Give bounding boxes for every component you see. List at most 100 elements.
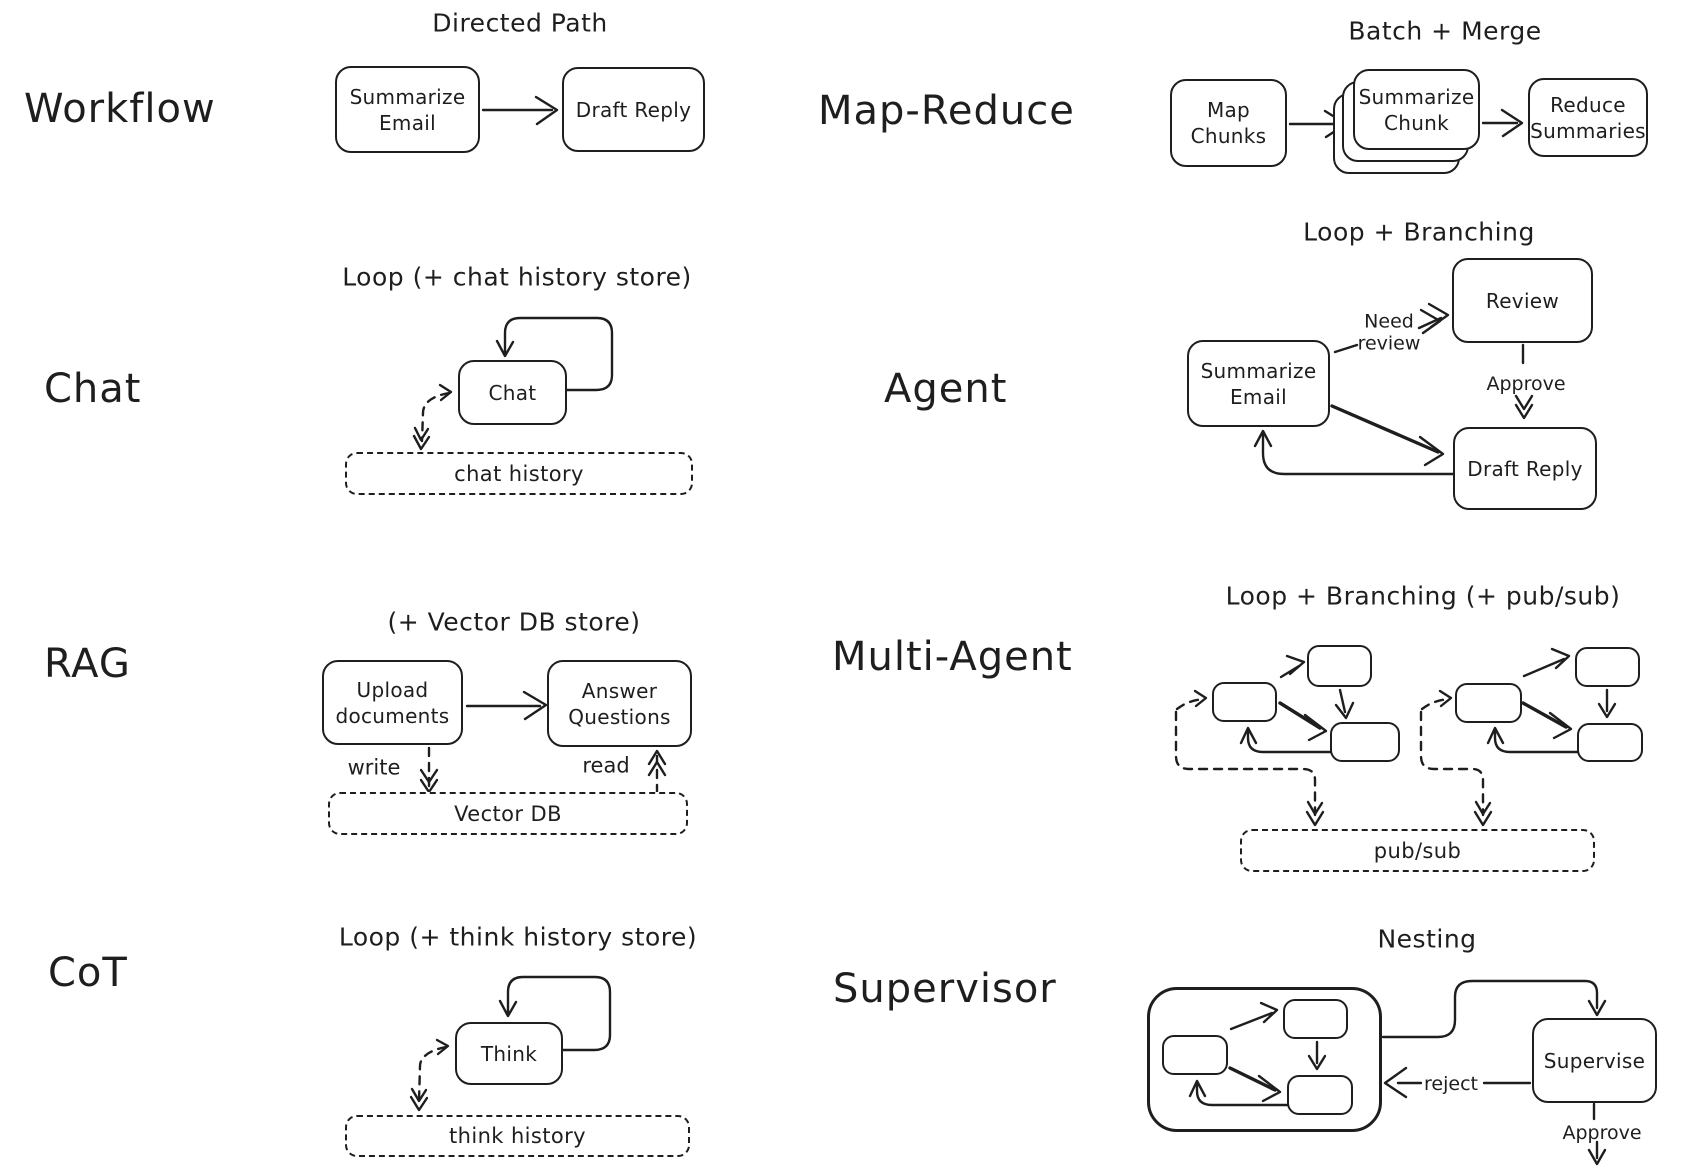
fork-arrowheads xyxy=(409,1038,450,1112)
node-label: Upload documents xyxy=(335,677,450,728)
node-think: Think xyxy=(455,1022,563,1085)
node-label: Summarize Email xyxy=(1200,358,1317,409)
cot-connectors xyxy=(409,975,612,1112)
node-upload-documents: Upload documents xyxy=(322,660,463,745)
node-agent-summarize-email: Summarize Email xyxy=(1187,340,1330,427)
multi-agent-cluster-2-connectors xyxy=(1419,647,1617,827)
node-label: Answer Questions xyxy=(568,678,671,729)
title-loop-branching-pubsub: Loop + Branching (+ pub/sub) xyxy=(1225,581,1621,611)
node-label: Chat xyxy=(488,380,537,405)
title-cot-loop: Loop (+ think history store) xyxy=(338,922,698,952)
read-arrowheads xyxy=(647,749,667,777)
dashed-entry-arrowhead xyxy=(1193,689,1208,708)
node-label: Draft Reply xyxy=(575,97,692,122)
upload-to-answer-arrow xyxy=(465,690,548,721)
left-to-bottom-arrow xyxy=(1228,1066,1277,1092)
dashed-fork-line xyxy=(417,1045,448,1103)
multi-agent-c2-left-node xyxy=(1455,683,1522,723)
dashed-entry-arrowhead xyxy=(1438,689,1453,708)
agent-connectors xyxy=(1253,302,1534,476)
node-label: Review xyxy=(1485,288,1560,313)
left-to-bottom-arrow xyxy=(1521,701,1568,729)
dashed-entry xyxy=(1175,697,1205,711)
chat-connectors xyxy=(412,316,614,451)
section-label-supervisor: Supervisor xyxy=(833,966,1057,1012)
supervisor-connectors xyxy=(1188,979,1607,1166)
need-review-tick xyxy=(1333,343,1359,354)
node-label: Summarize Chunk xyxy=(1358,84,1475,135)
node-label: Map Chunks xyxy=(1190,98,1267,148)
summarize-to-draft-arrowhead xyxy=(1418,435,1445,467)
drop-arrowheads xyxy=(1305,800,1325,827)
node-label: Think xyxy=(480,1041,538,1066)
approve-line-and-arrow xyxy=(1587,1102,1607,1166)
supervisor-inner-top-node xyxy=(1283,999,1348,1039)
store-chat-history: chat history xyxy=(345,452,693,495)
top-to-bottom-arrow xyxy=(1334,688,1355,720)
left-to-bottom-arrowhead xyxy=(1303,713,1328,742)
drop-to-pubsub xyxy=(1419,710,1485,817)
fork-arrowheads xyxy=(412,383,453,451)
self-loop xyxy=(498,975,612,1052)
multi-agent-c2-bottom-node xyxy=(1577,723,1643,762)
store-think-history: think history xyxy=(345,1115,690,1157)
multi-agent-c1-top-node xyxy=(1307,645,1372,687)
title-batch-merge: Batch + Merge xyxy=(1348,16,1542,46)
node-review: Review xyxy=(1452,258,1593,343)
edge-label-approve: Approve xyxy=(1486,372,1566,395)
drop-to-pubsub xyxy=(1174,710,1317,817)
edge-label-read: read xyxy=(582,753,630,778)
left-to-bottom-arrowhead xyxy=(1257,1074,1282,1103)
dashed-fork-line xyxy=(420,391,451,443)
arrow-summarize-to-reduce xyxy=(1481,108,1524,138)
top-to-bottom-arrow xyxy=(1307,1040,1327,1071)
node-chat: Chat xyxy=(458,360,567,425)
container-to-supervise-arrow xyxy=(1381,979,1607,1039)
node-map-chunks: Map Chunks xyxy=(1170,79,1287,167)
edge-label-write: write xyxy=(347,755,401,780)
section-label-rag: RAG xyxy=(44,641,131,687)
title-loop-branching: Loop + Branching xyxy=(1303,217,1535,247)
node-label: Summarize Email xyxy=(349,84,466,135)
section-label-map-reduce: Map-Reduce xyxy=(818,88,1075,134)
node-supervise: Supervise xyxy=(1532,1018,1657,1103)
reject-arrowhead xyxy=(1383,1066,1408,1099)
loop-back xyxy=(1188,1079,1290,1107)
title-directed-path: Directed Path xyxy=(432,8,608,38)
edge-label-reject: reject xyxy=(1424,1072,1478,1095)
multi-agent-c1-left-node xyxy=(1212,682,1277,722)
supervisor-nested-container xyxy=(1147,987,1382,1132)
section-label-workflow: Workflow xyxy=(24,86,216,132)
store-vector-db: Vector DB xyxy=(328,792,688,835)
node-draft-reply: Draft Reply xyxy=(562,67,705,152)
node-label: Reduce Summaries xyxy=(1530,92,1646,143)
supervisor-inner-bottom-node xyxy=(1287,1075,1353,1115)
edge-label-need-review: Need review xyxy=(1357,310,1421,355)
left-to-top-arrow xyxy=(1229,1001,1279,1031)
drop-arrowheads xyxy=(1473,800,1493,827)
multi-agent-cluster-1-connectors xyxy=(1174,654,1355,827)
edge-label-supervisor-approve: Approve xyxy=(1562,1121,1642,1144)
node-answer-questions: Answer Questions xyxy=(547,660,692,747)
loop-back xyxy=(1239,726,1333,754)
supervisor-inner-left-node xyxy=(1162,1035,1228,1075)
left-to-top-arrow xyxy=(1522,647,1571,678)
loop-back xyxy=(1486,726,1580,754)
store-label: Vector DB xyxy=(454,801,562,826)
node-summarize-chunk: Summarize Chunk xyxy=(1353,69,1480,150)
node-summarize-email: Summarize Email xyxy=(335,66,480,153)
summarize-to-draft-arrow xyxy=(1330,404,1440,454)
title-chat-loop: Loop (+ chat history store) xyxy=(342,262,692,292)
arrow-to-review xyxy=(1417,302,1450,335)
multi-agent-c2-top-node xyxy=(1575,647,1640,687)
multi-agent-c1-bottom-node xyxy=(1330,722,1400,762)
self-loop xyxy=(495,316,614,392)
section-label-chat: Chat xyxy=(44,366,142,412)
section-label-cot: CoT xyxy=(48,950,128,996)
write-arrowheads xyxy=(419,768,439,794)
store-label: chat history xyxy=(454,461,584,486)
store-label: think history xyxy=(449,1124,586,1148)
title-vector-db-store: (+ Vector DB store) xyxy=(387,607,641,637)
